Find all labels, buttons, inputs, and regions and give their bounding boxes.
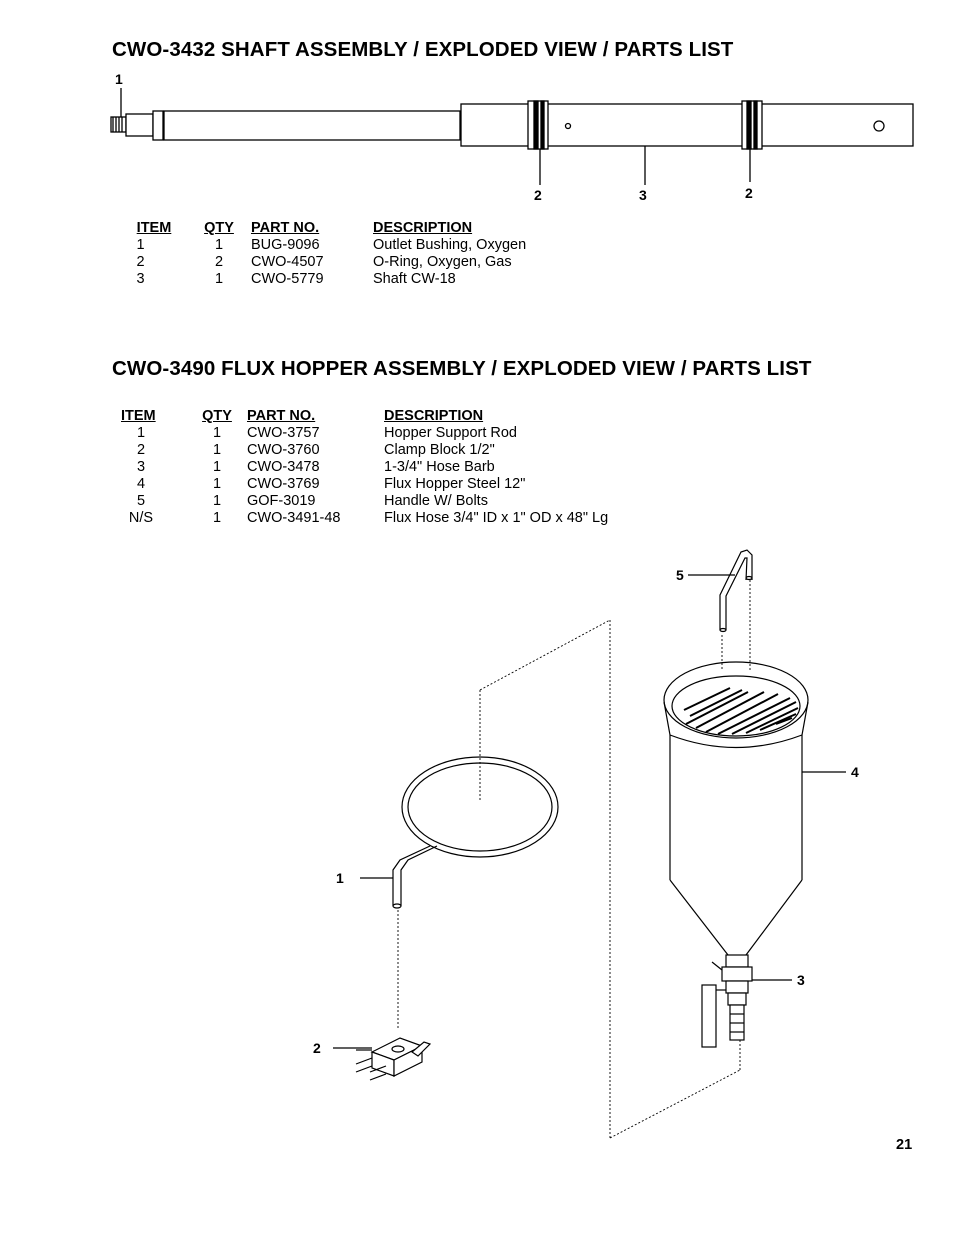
shaft-callout-2b: 2	[745, 185, 753, 201]
shaft-section-title: CWO-3432 SHAFT ASSEMBLY / EXPLODED VIEW …	[112, 38, 734, 61]
desc-cell: Flux Hose 3/4" ID x 1" OD x 48" Lg	[384, 510, 609, 526]
shaft-callout-3: 3	[639, 187, 647, 203]
part-cell: CWO-3760	[247, 442, 320, 458]
hopper-parts-table: ITEM QTY PART NO. DESCRIPTION 1 1 CWO-37…	[121, 408, 608, 527]
hopper-screen-grid	[683, 687, 799, 735]
header-item: ITEM	[121, 408, 156, 424]
shaft-hole-large	[873, 120, 885, 132]
desc-cell: Outlet Bushing, Oxygen	[373, 237, 527, 253]
desc-cell: Hopper Support Rod	[384, 425, 517, 441]
table-row: 2 2 CWO-4507 O-Ring, Oxygen, Gas	[121, 254, 526, 271]
page-number: 21	[896, 1137, 913, 1153]
shaft-callout-2a: 2	[534, 187, 542, 203]
part-cell: GOF-3019	[247, 493, 316, 509]
hopper-support-rod	[392, 756, 559, 909]
hopper-section-title: CWO-3490 FLUX HOPPER ASSEMBLY / EXPLODED…	[112, 357, 812, 380]
item-cell: 2	[136, 254, 145, 270]
table-row: 3 1 CWO-3478 1-3/4" Hose Barb	[121, 459, 608, 476]
desc-cell: Shaft CW-18	[373, 271, 456, 287]
qty-cell: 1	[212, 510, 222, 526]
shaft-callout-1: 1	[115, 71, 123, 87]
item-cell: 5	[136, 493, 146, 509]
qty-cell: 2	[214, 254, 224, 270]
o-ring-1	[527, 100, 549, 150]
table-header-row: ITEM QTY PART NO. DESCRIPTION	[121, 220, 526, 237]
part-cell: CWO-4507	[251, 254, 324, 270]
hopper-callout-3: 3	[797, 972, 805, 988]
flux-hopper	[663, 661, 809, 956]
clamp-block	[355, 1037, 432, 1081]
table-row: 1 1 CWO-3757 Hopper Support Rod	[121, 425, 608, 442]
thick-shaft-tube	[460, 103, 914, 147]
table-row: 2 1 CWO-3760 Clamp Block 1/2"	[121, 442, 608, 459]
mounting-plane-outline	[397, 580, 751, 1139]
qty-cell: 1	[212, 425, 222, 441]
header-part: PART NO.	[251, 220, 320, 236]
desc-cell: Clamp Block 1/2"	[384, 442, 495, 458]
qty-cell: 1	[212, 442, 222, 458]
thin-shaft-tube	[163, 110, 461, 141]
outlet-bushing	[110, 110, 164, 141]
part-cell: CWO-3757	[247, 425, 320, 441]
hopper-handle	[719, 549, 753, 633]
hopper-callout-4: 4	[851, 764, 859, 780]
part-cell: CWO-3478	[247, 459, 320, 475]
desc-cell: O-Ring, Oxygen, Gas	[373, 254, 512, 270]
shaft-hole-small	[564, 122, 572, 130]
header-qty: QTY	[202, 408, 232, 424]
item-cell: 1	[136, 237, 145, 253]
hose-barb	[701, 954, 753, 1048]
qty-cell: 1	[212, 493, 222, 509]
desc-cell: Handle W/ Bolts	[384, 493, 488, 509]
item-cell: 1	[136, 425, 146, 441]
table-row: 3 1 CWO-5779 Shaft CW-18	[121, 271, 526, 288]
table-row: 5 1 GOF-3019 Handle W/ Bolts	[121, 493, 608, 510]
shaft-parts-table: ITEM QTY PART NO. DESCRIPTION 1 1 BUG-90…	[121, 220, 526, 288]
header-desc: DESCRIPTION	[384, 408, 484, 424]
qty-cell: 1	[214, 237, 224, 253]
table-row: 1 1 BUG-9096 Outlet Bushing, Oxygen	[121, 237, 526, 254]
part-cell: CWO-3769	[247, 476, 320, 492]
o-ring-2	[741, 100, 763, 150]
qty-cell: 1	[212, 459, 222, 475]
table-row: N/S 1 CWO-3491-48 Flux Hose 3/4" ID x 1"…	[121, 510, 608, 527]
header-qty: QTY	[204, 220, 234, 236]
item-cell: 4	[136, 476, 146, 492]
header-item: ITEM	[136, 220, 172, 236]
hopper-callout-2: 2	[313, 1040, 321, 1056]
part-cell: CWO-5779	[251, 271, 324, 287]
desc-cell: Flux Hopper Steel 12"	[384, 476, 526, 492]
item-cell: 3	[136, 271, 145, 287]
part-cell: BUG-9096	[251, 237, 320, 253]
part-cell: CWO-3491-48	[247, 510, 341, 526]
hopper-callout-5: 5	[676, 567, 684, 583]
table-header-row: ITEM QTY PART NO. DESCRIPTION	[121, 408, 608, 425]
qty-cell: 1	[214, 271, 224, 287]
hopper-callout-1: 1	[336, 870, 344, 886]
item-cell: N/S	[128, 510, 154, 526]
qty-cell: 1	[212, 476, 222, 492]
desc-cell: 1-3/4" Hose Barb	[384, 459, 495, 475]
item-cell: 3	[136, 459, 146, 475]
header-part: PART NO.	[247, 408, 316, 424]
header-desc: DESCRIPTION	[373, 220, 473, 236]
table-row: 4 1 CWO-3769 Flux Hopper Steel 12"	[121, 476, 608, 493]
item-cell: 2	[136, 442, 146, 458]
